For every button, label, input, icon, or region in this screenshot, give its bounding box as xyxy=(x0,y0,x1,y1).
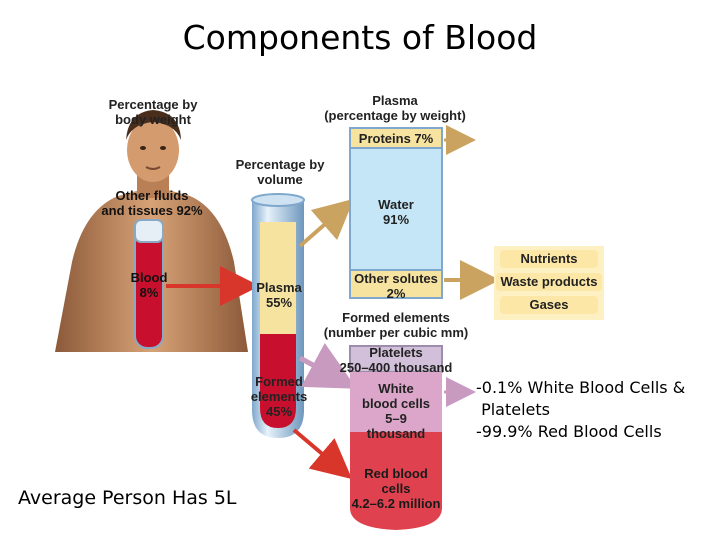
formed-heading-line1: Formed elements xyxy=(342,310,450,325)
note-wbc-line1: -0.1% White Blood Cells & xyxy=(476,378,686,397)
wbc-label-line1: White xyxy=(378,381,414,396)
other-solutes-line2: 2% xyxy=(386,286,406,301)
wbc-label: White blood cells 5–9 thousand xyxy=(350,381,442,441)
platelets-label: Platelets 250–400 thousand xyxy=(324,345,468,375)
rbc-label: Red blood cells 4.2–6.2 million xyxy=(340,466,452,511)
volume-heading: Percentage by volume xyxy=(225,157,335,187)
volume-heading-line1: Percentage by xyxy=(235,157,325,172)
plasma-heading-line2: (percentage by weight) xyxy=(324,108,466,123)
blood-label-line1: Blood xyxy=(130,270,168,285)
formed-elements-note: -0.1% White Blood Cells & Platelets -99.… xyxy=(476,377,716,443)
body-weight-heading-line2: body weight xyxy=(115,112,191,127)
platelets-label-line1: Platelets xyxy=(369,345,423,360)
water-label-line1: Water xyxy=(378,197,414,212)
platelets-label-line2: 250–400 thousand xyxy=(339,360,453,375)
arrow-wbc xyxy=(298,342,357,389)
note-rbc: -99.9% Red Blood Cells xyxy=(476,422,662,441)
blood-label: Blood 8% xyxy=(118,270,180,300)
formed-heading-line2: (number per cubic mm) xyxy=(323,325,469,340)
tube-plasma-line2: 55% xyxy=(265,295,293,310)
tube-formed-line3: 45% xyxy=(265,404,293,419)
average-volume-note: Average Person Has 5L xyxy=(18,487,237,509)
wbc-label-line2: blood cells xyxy=(362,396,430,411)
formed-heading: Formed elements (number per cubic mm) xyxy=(306,310,486,340)
water-label-line2: 91% xyxy=(382,212,410,227)
body-tube xyxy=(134,219,164,349)
other-solutes-line1: Other solutes xyxy=(354,271,438,286)
rbc-label-line3: 4.2–6.2 million xyxy=(351,496,441,511)
body-weight-heading-line1: Percentage by xyxy=(108,97,198,112)
other-fluids-line2: and tissues 92% xyxy=(101,203,203,218)
other-solutes-label: Other solutes 2% xyxy=(340,271,452,301)
note-wbc-line2: Platelets xyxy=(476,400,550,419)
tube-plasma-label: Plasma 55% xyxy=(250,280,308,310)
body-weight-heading: Percentage by body weight xyxy=(88,97,218,127)
plasma-heading-line1: Plasma xyxy=(372,93,418,108)
tube-formed-line2: elements xyxy=(250,389,308,404)
page-title: Components of Blood xyxy=(182,18,538,57)
wbc-label-line4: thousand xyxy=(366,426,426,441)
wbc-label-line3: 5–9 xyxy=(385,411,407,426)
water-label: Water 91% xyxy=(350,197,442,227)
solute-waste-products: Waste products xyxy=(496,273,602,291)
rbc-label-line1: Red blood xyxy=(364,466,428,481)
plasma-heading: Plasma (percentage by weight) xyxy=(310,93,480,123)
tube-plasma-line1: Plasma xyxy=(256,280,302,295)
solute-gases: Gases xyxy=(500,296,598,314)
arrow-plasma xyxy=(298,198,355,248)
other-fluids-line1: Other fluids xyxy=(115,188,189,203)
volume-heading-line2: volume xyxy=(257,172,303,187)
arrow-rbc xyxy=(292,428,353,480)
plasma-bar xyxy=(349,127,443,299)
rbc-label-line2: cells xyxy=(381,481,411,496)
tube-formed-line1: Formed xyxy=(255,374,303,389)
proteins-label: Proteins 7% xyxy=(358,131,434,146)
solute-nutrients: Nutrients xyxy=(500,250,598,268)
large-tube xyxy=(251,193,305,438)
tube-formed-label: Formed elements 45% xyxy=(248,374,310,419)
other-fluids-label: Other fluids and tissues 92% xyxy=(82,188,222,218)
formed-bar xyxy=(349,345,443,530)
blood-label-line2: 8% xyxy=(139,285,159,300)
